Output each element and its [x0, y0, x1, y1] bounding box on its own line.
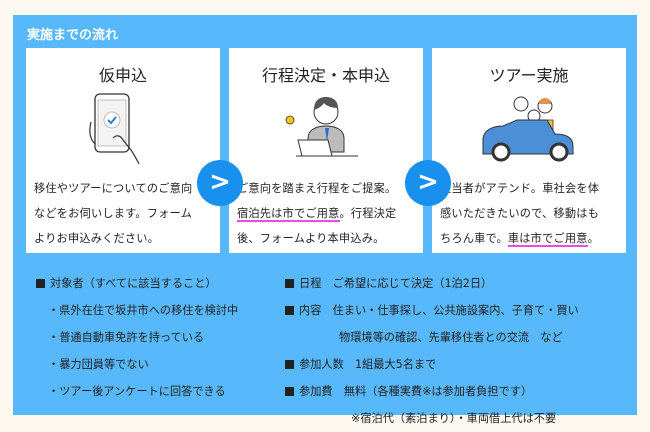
- eligibility-item: ・県外在住で坂井市への移住を検討中: [48, 304, 239, 317]
- step-desc-line: 後、フォームより本申込み。: [237, 232, 385, 245]
- step-desc-line: 担当者がアテンド。車社会を体: [440, 182, 600, 195]
- eligibility-heading: 対象者（すべてに該当すること）: [50, 277, 217, 290]
- step-title: ツアー実施: [489, 66, 569, 85]
- eligibility-list: 対象者（すべてに該当すること） ・県外在住で坂井市への移住を検討中 ・普通自動車…: [36, 270, 238, 405]
- square-bullet-icon: [285, 306, 294, 315]
- step-desc-line: ご意向を踏まえ行程をご提案。: [237, 182, 397, 195]
- flow-panel: 実施までの流れ 仮申込 移住やツアーについてのご意向などをお伺いします。フォーム…: [13, 15, 637, 425]
- square-bullet-icon: [285, 360, 294, 369]
- content-text: 内容 住まい・仕事探し、公共施設案内、子育て・買い: [299, 304, 579, 317]
- content-text-cont: 物環境等の確認、先輩移住者との交流 など: [339, 331, 563, 344]
- step-desc-text: ちろん車で。: [440, 232, 508, 245]
- businessman-icon: [285, 97, 358, 157]
- tour-details: 日程 ご希望に応じて決定（1泊2日） 内容 住まい・仕事探し、公共施設案内、子育…: [285, 270, 579, 432]
- smartphone-icon: [89, 93, 140, 164]
- step-desc-line: 感いただきたいので、移動はも: [440, 207, 599, 220]
- fee-note: ※宿泊代（素泊まり）・車両借上代は不要: [351, 412, 557, 425]
- step-desc-line: 移住やツアーについてのご意向: [34, 182, 193, 195]
- next-arrow-icon: >: [197, 160, 243, 206]
- step-card-confirm: 行程決定・本申込 ご意向を踏まえ行程をご提案。宿泊先は市でご用意。行程決定後、フ…: [229, 48, 423, 253]
- square-bullet-icon: [285, 279, 294, 288]
- next-arrow-icon: >: [405, 160, 451, 206]
- step-card-tour: ツアー実施 担当者がアテンド。車社会を体感いただきたいので、移動はもちろん車で。…: [432, 48, 626, 253]
- eligibility-item: ・ツアー後アンケートに回答できる: [48, 385, 226, 398]
- highlight-lodging: 宿泊先は市でご用意: [237, 207, 340, 222]
- step-card-provisional: 仮申込 移住やツアーについてのご意向などをお伺いします。フォームよりお申込みくだ…: [26, 48, 220, 253]
- step-desc-text: 。: [587, 232, 599, 245]
- fee-text: 参加費 無料（各種実費※は参加者負担です）: [299, 385, 533, 398]
- step-desc-line: などをお伺いします。フォーム: [34, 207, 192, 220]
- eligibility-item: ・暴力団員等でない: [48, 358, 149, 371]
- panel-title: 実施までの流れ: [27, 28, 119, 43]
- step-desc-text: 。行程決定: [339, 207, 397, 220]
- step-title: 仮申込: [98, 66, 147, 85]
- eligibility-item: ・普通自動車免許を持っている: [48, 331, 205, 344]
- highlight-car: 車は市でご用意: [507, 232, 588, 247]
- square-bullet-icon: [36, 279, 45, 288]
- square-bullet-icon: [285, 387, 294, 396]
- step-desc-line: よりお申込みください。: [34, 232, 160, 245]
- family-car-icon: [482, 96, 574, 162]
- participants-text: 参加人数 1組最大5名まで: [299, 358, 437, 371]
- step-title: 行程決定・本申込: [261, 66, 390, 85]
- schedule-text: 日程 ご希望に応じて決定（1泊2日）: [299, 277, 493, 290]
